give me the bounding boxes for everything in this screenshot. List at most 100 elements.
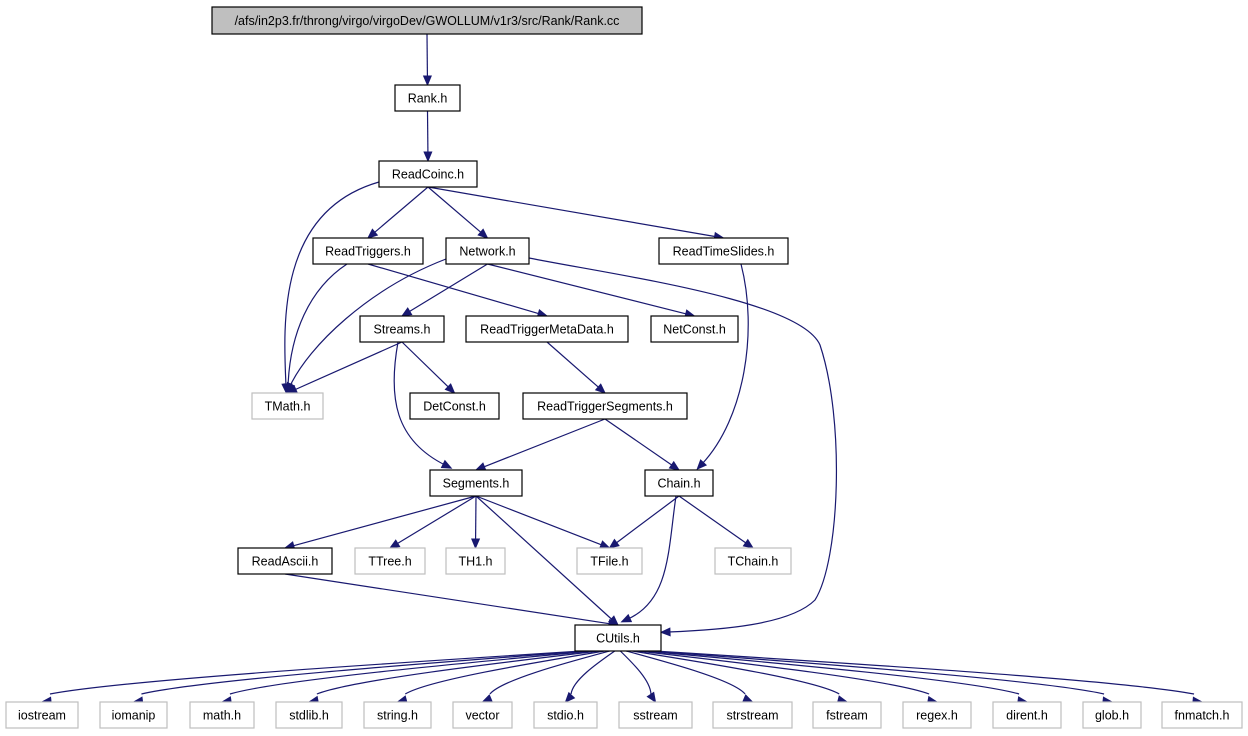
node-vector: vector xyxy=(452,701,513,729)
node-box xyxy=(1082,701,1142,729)
node-label: ReadAscii.h xyxy=(252,555,319,569)
node-rank-cc[interactable]: /afs/in2p3.fr/throng/virgo/virgoDev/GWOL… xyxy=(211,6,643,35)
edge-readtimeslides_h-to-chain_h xyxy=(696,263,749,471)
edge-line xyxy=(316,650,600,695)
node-box xyxy=(237,547,333,575)
node-label: sstream xyxy=(633,709,677,723)
edge-arrowhead xyxy=(564,691,576,703)
edge-line xyxy=(570,650,616,695)
node-box xyxy=(354,547,426,575)
edge-line xyxy=(287,263,348,387)
edge-line xyxy=(678,495,747,544)
edge-arrowhead xyxy=(668,460,681,471)
edge-line xyxy=(401,341,450,388)
edge-line xyxy=(427,186,716,238)
edge-arrowhead xyxy=(594,383,606,394)
edge-line xyxy=(626,650,746,695)
node-label: NetConst.h xyxy=(663,323,726,337)
node-chain-h[interactable]: Chain.h xyxy=(644,469,714,497)
edge-streams_h-to-segments_h xyxy=(393,341,453,469)
node-fstream: fstream xyxy=(812,701,882,729)
node-readcoinc-h[interactable]: ReadCoinc.h xyxy=(378,160,478,188)
node-label: strstream xyxy=(726,709,778,723)
node-cutils-h[interactable]: CUtils.h xyxy=(574,624,662,652)
edge-arrowhead xyxy=(620,613,633,623)
node-ttree-h: TTree.h xyxy=(354,547,426,575)
edge-readcoinc_h-to-tmath_h xyxy=(281,181,380,395)
node-readtriggersegments-h[interactable]: ReadTriggerSegments.h xyxy=(522,392,688,420)
node-box xyxy=(574,624,662,652)
node-network-h[interactable]: Network.h xyxy=(445,237,530,265)
node-string-h: string.h xyxy=(363,701,432,729)
edge-segments_h-to-th1_h xyxy=(471,495,481,550)
node-readascii-h[interactable]: ReadAscii.h xyxy=(237,547,333,575)
header-nodes: /afs/in2p3.fr/throng/virgo/virgoDev/GWOL… xyxy=(5,6,1243,729)
edge-arrowhead xyxy=(444,383,456,394)
edge-arrowhead xyxy=(696,459,708,471)
edge-line xyxy=(604,418,673,466)
edge-line xyxy=(475,495,603,546)
edge-readtriggers_h-to-tmath_h xyxy=(283,263,348,395)
edge-line xyxy=(637,650,930,695)
node-box xyxy=(992,701,1062,729)
node-box xyxy=(618,701,693,729)
edge-segments_h-to-tfile_h xyxy=(475,495,611,549)
node-box xyxy=(714,547,792,575)
edge-segments_h-to-readascii_h xyxy=(283,495,477,550)
edge-arrowhead xyxy=(659,627,671,637)
node-label: fnmatch.h xyxy=(1175,709,1230,723)
node-box xyxy=(189,701,255,729)
node-readtriggers-h[interactable]: ReadTriggers.h xyxy=(312,237,424,265)
edge-arrowhead xyxy=(741,694,754,703)
node-readtimeslides-h[interactable]: ReadTimeSlides.h xyxy=(658,237,789,265)
node-label: string.h xyxy=(377,709,418,723)
node-box xyxy=(211,6,643,35)
edge-arrowhead xyxy=(477,228,489,239)
node-box xyxy=(533,701,598,729)
edge-arrowhead xyxy=(423,151,433,163)
node-box xyxy=(576,547,643,575)
edge-arrowhead xyxy=(388,539,401,549)
node-label: Streams.h xyxy=(374,323,431,337)
node-label: Rank.h xyxy=(408,92,448,106)
edge-arrowhead xyxy=(440,459,453,469)
edge-arrowhead xyxy=(471,538,481,550)
edge-readcoinc_h-to-readtimeslides_h xyxy=(427,186,725,241)
node-label: stdio.h xyxy=(547,709,584,723)
node-label: /afs/in2p3.fr/throng/virgo/virgoDev/GWOL… xyxy=(235,14,620,28)
edge-streams_h-to-tmath_h xyxy=(286,341,403,394)
node-netconst-h[interactable]: NetConst.h xyxy=(650,315,739,343)
node-readtriggermetadata-h[interactable]: ReadTriggerMetaData.h xyxy=(465,315,629,343)
edge-cutils_h-to-fstream xyxy=(631,650,849,705)
edge-cutils_h-to-sstream xyxy=(619,650,657,704)
node-streams-h[interactable]: Streams.h xyxy=(359,315,445,343)
edge-line xyxy=(289,258,447,387)
edge-arrowhead xyxy=(742,538,755,549)
node-segments-h[interactable]: Segments.h xyxy=(429,469,523,497)
edge-chain_h-to-tchain_h xyxy=(678,495,755,549)
node-box xyxy=(445,547,506,575)
node-rank-h[interactable]: Rank.h xyxy=(394,84,461,112)
edge-line xyxy=(483,418,606,468)
edge-rank_cc-to-rank_h xyxy=(422,33,432,87)
node-label: Chain.h xyxy=(657,477,700,491)
edge-arrowhead xyxy=(598,540,611,549)
node-detconst-h[interactable]: DetConst.h xyxy=(409,392,500,420)
edge-readcoinc_h-to-readtriggers_h xyxy=(367,186,429,239)
edge-line xyxy=(408,263,488,313)
node-glob-h: glob.h xyxy=(1082,701,1142,729)
node-label: TMath.h xyxy=(265,400,311,414)
node-label: ReadTimeSlides.h xyxy=(673,245,775,259)
node-box xyxy=(363,701,432,729)
edge-rank_h-to-readcoinc_h xyxy=(423,110,433,163)
edge-line xyxy=(528,257,838,633)
node-iomanip: iomanip xyxy=(99,701,168,729)
node-regex-h: regex.h xyxy=(902,701,972,729)
edge-readtriggersegments_h-to-segments_h xyxy=(474,418,606,471)
node-label: math.h xyxy=(203,709,241,723)
edge-line xyxy=(284,181,380,387)
edge-cutils_h-to-math_h xyxy=(220,650,594,706)
node-label: stdlib.h xyxy=(289,709,329,723)
node-box xyxy=(251,392,324,420)
node-label: Network.h xyxy=(459,245,515,259)
